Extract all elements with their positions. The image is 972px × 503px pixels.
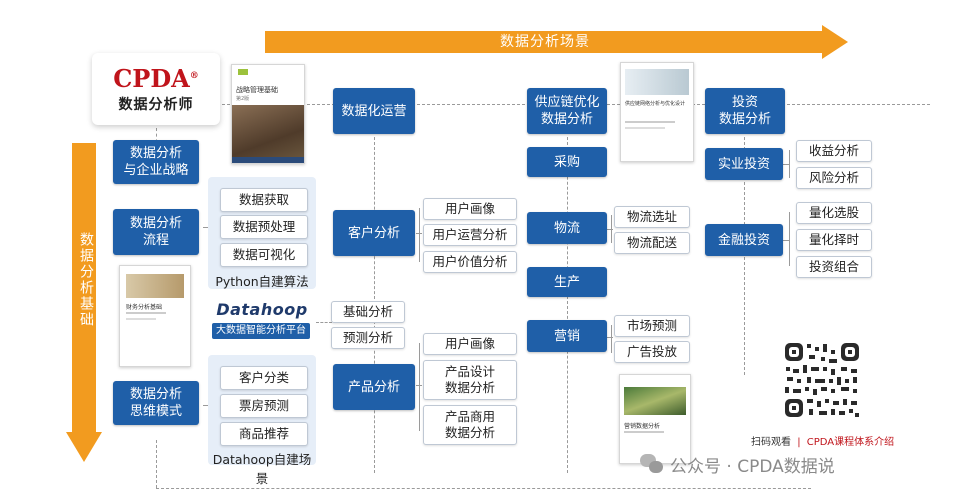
- connector: [782, 164, 790, 165]
- strategy-box[interactable]: 数据分析 与企业战略: [113, 140, 199, 184]
- finance-item-stock[interactable]: 量化选股: [796, 202, 872, 224]
- bottom-dashed-line: [156, 488, 811, 489]
- datahoop-name: Datahoop: [216, 300, 308, 319]
- qr-caption: 扫码观看 | CPDA课程体系介绍: [751, 433, 894, 448]
- logistics-box[interactable]: 物流: [527, 212, 607, 244]
- finance-invest-box[interactable]: 金融投资: [705, 224, 783, 256]
- scenario-arrow: [265, 31, 825, 53]
- logo-subtitle: 数据分析师: [118, 97, 194, 113]
- predict-analysis-item[interactable]: 预测分析: [331, 327, 405, 349]
- book-strategy-cover: 战略管理基础 第2版: [231, 64, 305, 164]
- product-item-design[interactable]: 产品设计 数据分析: [423, 360, 517, 400]
- book-marketing-photo: [624, 387, 686, 415]
- datahoop-tagline: 大数据智能分析平台: [212, 323, 310, 339]
- book-strategy-subtitle: 第2版: [236, 96, 250, 102]
- thinking-item-recommend[interactable]: 商品推荐: [220, 422, 308, 446]
- customer-box[interactable]: 客户分析: [333, 210, 415, 256]
- process-item-acquire[interactable]: 数据获取: [220, 188, 308, 212]
- thinking-caption: Datahoop自建场景: [212, 452, 312, 486]
- invest-box[interactable]: 投资 数据分析: [705, 88, 785, 134]
- book-strategy-title: 战略管理基础: [236, 86, 278, 94]
- finance-item-portfolio[interactable]: 投资组合: [796, 256, 872, 278]
- invest-dashed-line: [744, 137, 745, 375]
- left-stem-dashed: [156, 128, 157, 148]
- logistics-item-delivery[interactable]: 物流配送: [614, 232, 690, 254]
- book-analysis-photo: [126, 274, 184, 298]
- process-caption: Python自建算法: [215, 274, 309, 289]
- basic-analysis-item[interactable]: 基础分析: [331, 301, 405, 323]
- process-box[interactable]: 数据分析 流程: [113, 209, 199, 255]
- qr-divider: |: [797, 437, 801, 448]
- real-item-risk[interactable]: 风险分析: [796, 167, 872, 189]
- wechat-watermark: 公众号 · CPDA数据说: [640, 451, 835, 477]
- book-analysis-title: 财务分析基础: [126, 304, 163, 311]
- marketing-item-ads[interactable]: 广告投放: [614, 341, 690, 363]
- datahoop-dashed-link: [316, 322, 332, 323]
- book-marketing-cover: 营销数据分析: [619, 374, 691, 464]
- real-item-revenue[interactable]: 收益分析: [796, 140, 872, 162]
- connector: [789, 212, 790, 266]
- qr-scan-text: 扫码观看: [751, 437, 791, 448]
- cpda-logo-card: CPDA® 数据分析师: [92, 53, 220, 125]
- thinking-box[interactable]: 数据分析 思维模式: [113, 381, 199, 425]
- scenario-arrowhead: [822, 25, 848, 59]
- foundation-arrow-label: 数据分析基础: [78, 232, 94, 328]
- logistics-item-site[interactable]: 物流选址: [614, 206, 690, 228]
- connector: [607, 229, 613, 230]
- qr-code[interactable]: [783, 341, 861, 419]
- process-item-preprocess[interactable]: 数据预处理: [220, 215, 308, 239]
- supply-dashed-line: [567, 137, 568, 473]
- connector: [419, 208, 420, 262]
- finance-item-timing[interactable]: 量化择时: [796, 229, 872, 251]
- marketing-item-forecast[interactable]: 市场预测: [614, 315, 690, 337]
- left-dashed-line: [156, 440, 157, 488]
- connector: [607, 337, 613, 338]
- foundation-arrowhead: [66, 432, 102, 462]
- process-item-visualize[interactable]: 数据可视化: [220, 243, 308, 267]
- connector: [419, 343, 420, 431]
- real-invest-box[interactable]: 实业投资: [705, 148, 783, 180]
- thinking-item-classify[interactable]: 客户分类: [220, 366, 308, 390]
- customer-item-ops[interactable]: 用户运营分析: [423, 224, 517, 246]
- connector: [782, 240, 790, 241]
- qr-course-text: CPDA课程体系介绍: [806, 437, 895, 448]
- thinking-item-boxoffice[interactable]: 票房预测: [220, 394, 308, 418]
- book-marketing-title: 营销数据分析: [624, 423, 661, 430]
- product-item-portrait[interactable]: 用户画像: [423, 333, 517, 355]
- logo-brand: CPDA: [113, 64, 190, 93]
- ops-box[interactable]: 数据化运营: [333, 88, 415, 134]
- book-supply-cover: 供应链网络分析与优化设计: [620, 62, 694, 162]
- wechat-icon: [640, 454, 664, 474]
- book-supply-photo: [625, 69, 689, 95]
- qr-code-graphic: [783, 341, 861, 419]
- purchase-box[interactable]: 采购: [527, 147, 607, 177]
- connector: [611, 325, 612, 353]
- logo-registered: ®: [189, 71, 199, 81]
- book-analysis-cover: 财务分析基础: [119, 265, 191, 367]
- customer-item-portrait[interactable]: 用户画像: [423, 198, 517, 220]
- datahoop-logo: Datahoop: [214, 300, 310, 319]
- book-strategy-photo: [232, 105, 304, 163]
- production-box[interactable]: 生产: [527, 267, 607, 297]
- supply-box[interactable]: 供应链优化 数据分析: [527, 88, 607, 134]
- foundation-arrow: [72, 143, 96, 433]
- customer-item-value[interactable]: 用户价值分析: [423, 251, 517, 273]
- product-item-commercial[interactable]: 产品商用 数据分析: [423, 405, 517, 445]
- marketing-box[interactable]: 营销: [527, 320, 607, 352]
- book-supply-title: 供应链网络分析与优化设计: [625, 101, 686, 107]
- product-box[interactable]: 产品分析: [333, 364, 415, 410]
- scenario-arrow-label: 数据分析场景: [500, 34, 590, 50]
- watermark-text: 公众号 · CPDA数据说: [670, 456, 835, 477]
